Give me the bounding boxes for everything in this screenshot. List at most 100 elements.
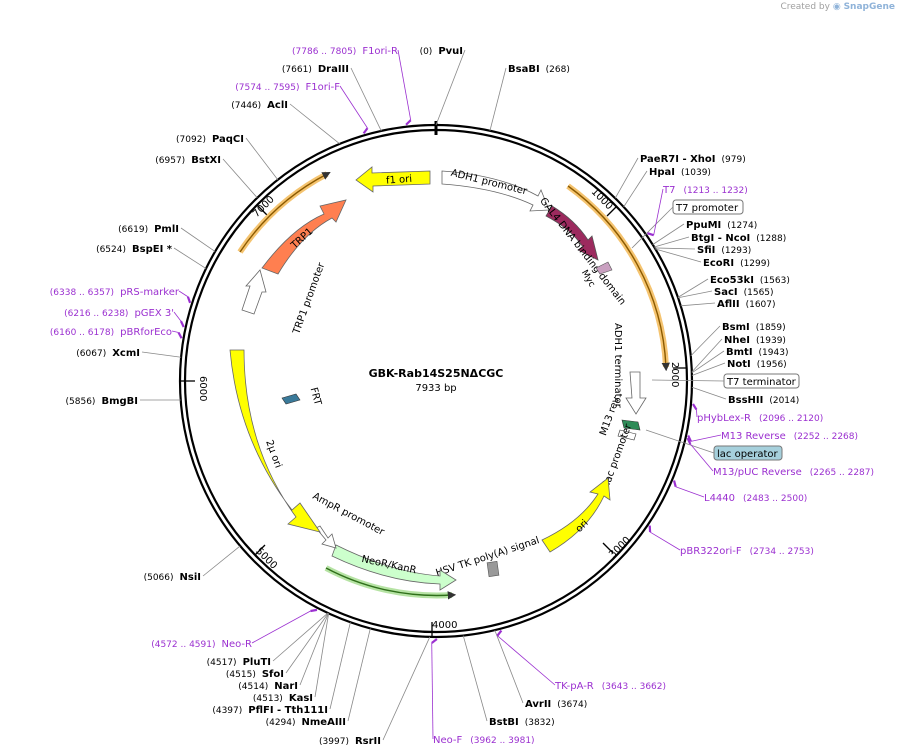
leader-sfoi <box>285 612 329 674</box>
enzyme-xcmi[interactable]: (6067)XcmI <box>76 348 140 359</box>
leader-bsshii <box>691 386 727 400</box>
primer-t7[interactable]: T7(1213 .. 1232) <box>662 185 748 196</box>
primer-f1ori-f[interactable]: (7574 .. 7595)F1ori-F <box>235 82 340 93</box>
enzyme-name: (5856) <box>66 397 96 407</box>
enzyme-position: (979) <box>722 155 746 165</box>
enzyme-saci[interactable]: SacI(1565) <box>714 287 774 298</box>
primer-leader-neo-f <box>431 642 434 740</box>
enzyme-name: (4514) <box>238 682 268 692</box>
leader-xcmi <box>141 351 182 358</box>
enzyme-acli[interactable]: (7446)AclI <box>231 100 288 111</box>
primer-leader-t7 <box>653 188 664 236</box>
enzyme-btgi-ncoi[interactable]: BtgI - NcoI(1288) <box>691 233 786 244</box>
leader-bstbi <box>462 635 488 722</box>
primer-neo-r[interactable]: (4572 .. 4591)Neo-R <box>151 639 252 650</box>
enzyme-paqci[interactable]: (7092)PaqCI <box>176 134 244 145</box>
enzyme-noti[interactable]: NotI(1956) <box>727 359 787 370</box>
enzyme-bsmi[interactable]: BsmI(1859) <box>722 322 786 333</box>
primer-m13-puc-reverse[interactable]: M13/pUC Reverse(2265 .. 2287) <box>713 467 874 478</box>
enzyme-hpai[interactable]: HpaI(1039) <box>649 167 711 178</box>
tick-label-2000: 2000 <box>669 362 680 387</box>
enzyme-draiii[interactable]: (7661)DraIII <box>282 64 349 75</box>
primer-prs-marker[interactable]: (6338 .. 6357)pRS-marker <box>50 287 180 298</box>
leader-nhei <box>691 338 723 373</box>
primer-name: TK-pA-R <box>554 681 594 692</box>
leader-pluti <box>272 612 329 662</box>
enzyme-bstxi[interactable]: (6957)BstXI <box>155 155 221 166</box>
leader-avrii <box>494 630 524 704</box>
enzyme-pluti[interactable]: (4517)PluTI <box>207 657 271 668</box>
enzyme-eco53ki[interactable]: Eco53kI(1563) <box>710 275 790 286</box>
tick-label-6000: 6000 <box>197 376 208 401</box>
enzyme-position: KasI <box>289 693 313 704</box>
enzyme-aflii[interactable]: AflII(1607) <box>717 299 776 310</box>
t7-promoter-label: T7 promoter <box>675 203 739 214</box>
enzyme-name: (4515) <box>226 670 256 680</box>
enzyme-position: PaqCI <box>212 134 244 145</box>
enzyme-name: EcoRI <box>703 258 734 269</box>
primer-phyblex-r[interactable]: pHybLex-R(2096 .. 2120) <box>697 413 823 424</box>
enzyme-bmgbi[interactable]: (5856) BmgBI <box>66 396 138 407</box>
enzyme-name: (0) <box>420 47 433 57</box>
primer-pbr322ori-f[interactable]: pBR322ori-F(2734 .. 2753) <box>680 546 814 557</box>
enzyme-position: RsrII <box>355 736 381 747</box>
primer-f1ori-r[interactable]: (7786 .. 7805) F1ori-R <box>292 46 398 57</box>
enzyme-bmti[interactable]: BmtI(1943) <box>726 347 788 358</box>
enzyme-pmli[interactable]: (6619)PmlI <box>118 224 179 235</box>
enzyme-name: (4397) <box>212 706 242 716</box>
primer-neo-f[interactable]: Neo-F(3962 .. 3981) <box>433 735 535 746</box>
enzyme-nari[interactable]: (4514)NarI <box>238 681 298 692</box>
enzyme-rsrii[interactable]: (3997) RsrII <box>319 736 381 747</box>
primer-leader-f1ori-f <box>339 85 368 129</box>
enzyme-sfoi[interactable]: (4515)SfoI <box>226 669 284 680</box>
enzyme-position: (1943) <box>759 348 789 358</box>
leader-btgi-ncoi <box>654 236 690 248</box>
enzyme-position: PflFI - Tth111I <box>248 705 328 716</box>
primer-name: F1ori-R <box>362 46 398 57</box>
primer-m13-reverse[interactable]: M13 Reverse(2252 .. 2268) <box>721 431 858 442</box>
primer-l4440[interactable]: L4440(2483 .. 2500) <box>704 493 807 504</box>
enzyme-name: AvrII <box>525 699 551 710</box>
primer-range: (1213 .. 1232) <box>683 186 747 196</box>
enzyme-name: NotI <box>727 359 751 370</box>
leader-eco53ki <box>677 278 709 298</box>
enzyme-pvui[interactable]: (0)PvuI <box>420 46 463 57</box>
m13-rev-feature <box>617 429 637 441</box>
t7-terminator-label: T7 terminator <box>726 377 797 388</box>
primer-tk-pa-r[interactable]: TK-pA-R(3643 .. 3662) <box>554 681 666 692</box>
enzyme-nsii[interactable]: (5066)NsiI <box>144 572 201 583</box>
enzyme-nhei[interactable]: NheI(1939) <box>724 335 786 346</box>
enzyme-nmeaiii[interactable]: (4294)NmeAIII <box>266 717 346 728</box>
primer-range: (2252 .. 2268) <box>794 432 858 442</box>
leader-pvui <box>435 49 466 126</box>
enzyme-name: BsaBI <box>508 64 540 75</box>
enzyme-bsshii[interactable]: BssHII(2014) <box>728 395 799 406</box>
enzyme-ecori[interactable]: EcoRI(1299) <box>703 258 770 269</box>
leader-draiii <box>350 67 382 132</box>
enzyme-position: BmgBI <box>101 396 138 407</box>
snapgene-logo-icon: ◉ <box>832 2 841 12</box>
enzyme-position: NmeAIII <box>302 717 346 728</box>
enzyme-bsabi[interactable]: BsaBI(268) <box>508 64 570 75</box>
frt-feature <box>281 393 301 405</box>
primer-mark-m13-reverse <box>687 435 692 442</box>
enzyme-sfii[interactable]: SfiI(1293) <box>697 245 751 256</box>
enzyme-kasi[interactable]: (4513)KasI <box>253 693 313 704</box>
enzyme-avrii[interactable]: AvrII(3674) <box>525 699 587 710</box>
enzyme-bstbi[interactable]: BstBI(3832) <box>489 717 555 728</box>
enzyme-ppumi[interactable]: PpuMI(1274) <box>686 220 757 231</box>
primer-range: (6216 .. 6238) <box>64 309 128 319</box>
enzyme-name: (7661) <box>282 65 312 75</box>
primer-name: F1ori-F <box>306 82 341 93</box>
primer-range: (6160 .. 6178) <box>50 328 114 338</box>
enzyme-bspei[interactable]: (6524)BspEI * <box>96 244 173 255</box>
enzyme-pflfi-tth111i[interactable]: (4397) PflFI - Tth111I <box>212 705 328 716</box>
primer-pgex-3[interactable]: (6216 .. 6238)pGEX 3' <box>64 308 174 319</box>
primer-pbrforeco[interactable]: (6160 .. 6178)pBRforEco <box>50 327 172 338</box>
enzyme-position: (1859) <box>756 323 786 333</box>
enzyme-name: (3997) <box>319 737 349 747</box>
primer-mark-phyblex-r <box>692 403 698 411</box>
enzyme-paer7i-xhoi[interactable]: PaeR7I - XhoI(979) <box>640 154 746 165</box>
leader-bmti <box>691 350 725 374</box>
primer-range: (7786 .. 7805) <box>292 47 356 57</box>
